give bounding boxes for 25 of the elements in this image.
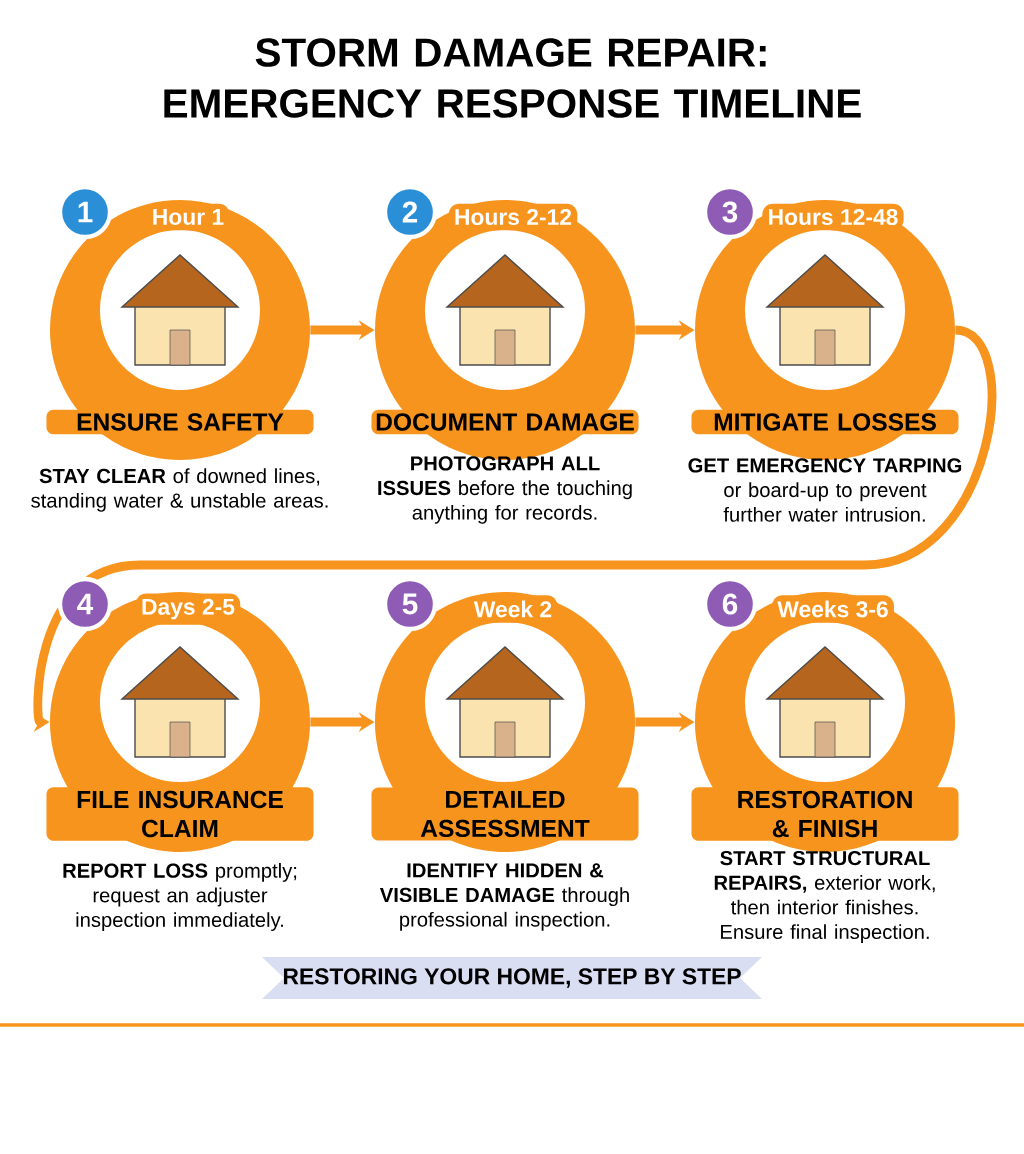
number-badge: 3	[702, 184, 758, 240]
banner: RESTORING YOUR HOME, STEP BY STEP	[262, 957, 762, 999]
number-badge: 6	[702, 576, 758, 632]
number-badge: 5	[382, 576, 438, 632]
step-description: GET EMERGENCY TARPING or board-up to prevent further water intrusion.	[688, 458, 962, 522]
step-description: STAY CLEAR of downed lines, standing water & unstable areas.	[31, 468, 328, 512]
step-title: DOCUMENT DAMAGE	[371, 409, 639, 435]
time-label: Hours 12-48	[762, 203, 904, 231]
number-badge: 2	[382, 184, 438, 240]
step-title: DETAILED ASSESSMENT	[371, 787, 639, 841]
number-badge: 4	[57, 576, 113, 632]
title: STORM DAMAGE REPAIR: EMERGENCY RESPONSE TIMELINE	[164, 38, 861, 118]
step-title: ENSURE SAFETY	[46, 409, 314, 435]
step-description: IDENTIFY HIDDEN & VISIBLE DAMAGE through professional inspection.	[379, 863, 629, 931]
time-label: Hours 2-12	[448, 203, 578, 231]
step-description: REPORT LOSS promptly; request an adjuster inspection immediately.	[63, 863, 297, 932]
time-label: Weeks 3-6	[772, 595, 894, 623]
step-title: FILE INSURANCE CLAIM	[46, 787, 314, 841]
step-title: MITIGATE LOSSES	[691, 409, 959, 435]
time-label: Week 2	[468, 595, 558, 623]
step-description: START STRUCTURAL REPAIRS, exterior work, then interior finishes. Ensure final inspection.	[714, 850, 935, 944]
number-badge: 1	[57, 184, 113, 240]
step-title: RESTORATION & FINISH	[691, 787, 959, 841]
step-description: PHOTOGRAPH ALL ISSUES before the touching anything for records.	[378, 456, 632, 524]
time-label: Days 2-5	[135, 593, 241, 625]
